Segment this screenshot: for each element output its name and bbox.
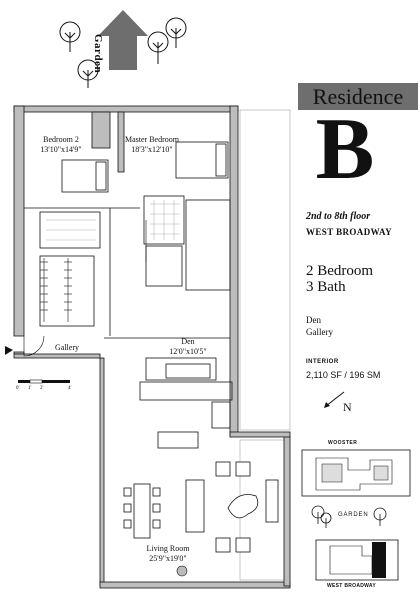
closet-racks: [40, 220, 147, 322]
keyplan-top-street: WOOSTER: [328, 440, 358, 446]
tree-icon: [165, 17, 187, 48]
scale-tick-2: 2': [40, 386, 44, 391]
den-sofa: [165, 363, 211, 379]
tree-icon: [147, 31, 169, 64]
tree-icon: [59, 21, 81, 52]
entry-arrow-icon: [5, 346, 13, 355]
extra-gallery: Gallery: [306, 327, 333, 337]
room-living-name: Living Room: [146, 544, 190, 553]
keyplan-unit-highlight: [372, 542, 386, 578]
extra-den: Den: [306, 315, 321, 325]
scale-tick-0: 0': [16, 386, 20, 391]
room-bedroom2-size: 13'10"x14'9": [40, 145, 82, 154]
garden-trees: [59, 10, 187, 88]
room-den: Den 12'0"x10'5": [158, 337, 218, 357]
tree-icon: [311, 505, 387, 528]
scale-bar: [18, 379, 70, 384]
living-chairs: [185, 461, 279, 553]
room-bedroom2-name: Bedroom 2: [43, 135, 79, 144]
baths-text: 3 Bath: [306, 279, 346, 295]
room-bedroom2: Bedroom 2 13'10"x14'9": [30, 135, 92, 155]
tree-icon: [77, 59, 99, 88]
room-master-name: Master Bedroom: [125, 135, 179, 144]
walls: [13, 105, 291, 589]
scale-tick-1: 1': [28, 386, 32, 391]
room-gallery-name: Gallery: [55, 343, 79, 352]
north-arrow-icon: [324, 391, 345, 408]
compass-label: N: [343, 400, 352, 414]
bed-bath-summary: 2 Bedroom 3 Bath: [306, 263, 373, 295]
room-master: Master Bedroom 18'3"x12'10": [116, 135, 188, 155]
bedrooms-text: 2 Bedroom: [306, 263, 374, 279]
room-den-name: Den: [181, 337, 195, 346]
garden-arrow-icon: [98, 10, 148, 70]
living-lamp: [176, 565, 188, 577]
bed-bedroom2: [61, 159, 109, 193]
interior-label: INTERIOR: [306, 359, 339, 365]
scale-tick-4: 4': [68, 386, 72, 391]
floors-text: 2nd to 8th floor: [306, 211, 371, 222]
keyplan-bottom-street: WEST BROADWAY: [327, 583, 376, 589]
entry-door: [23, 335, 45, 357]
bed-master: [175, 141, 229, 179]
interior-walls: [24, 195, 233, 449]
keyplan-garden: GARDEN: [338, 512, 369, 518]
room-living-size: 25'9"x19'0": [149, 554, 187, 563]
room-den-size: 12'0"x10'5": [169, 347, 207, 356]
room-living: Living Room 25'9"x19'0": [136, 544, 200, 564]
room-master-size: 18'3"x12'10": [131, 145, 173, 154]
coffee-table: [227, 494, 259, 519]
interior-area: 2,110 SF / 196 SM: [306, 370, 381, 380]
residence-badge: Residence: [298, 83, 418, 110]
keyplan-top-block: [301, 449, 411, 497]
bath-tiles: [46, 200, 180, 241]
key-plan: [301, 449, 411, 581]
extras-list: Den Gallery: [306, 314, 333, 338]
street-text: WEST BROADWAY: [306, 227, 392, 237]
dining-table: [123, 483, 161, 539]
floor-plan: [5, 105, 291, 589]
unit-letter: B: [315, 101, 375, 198]
